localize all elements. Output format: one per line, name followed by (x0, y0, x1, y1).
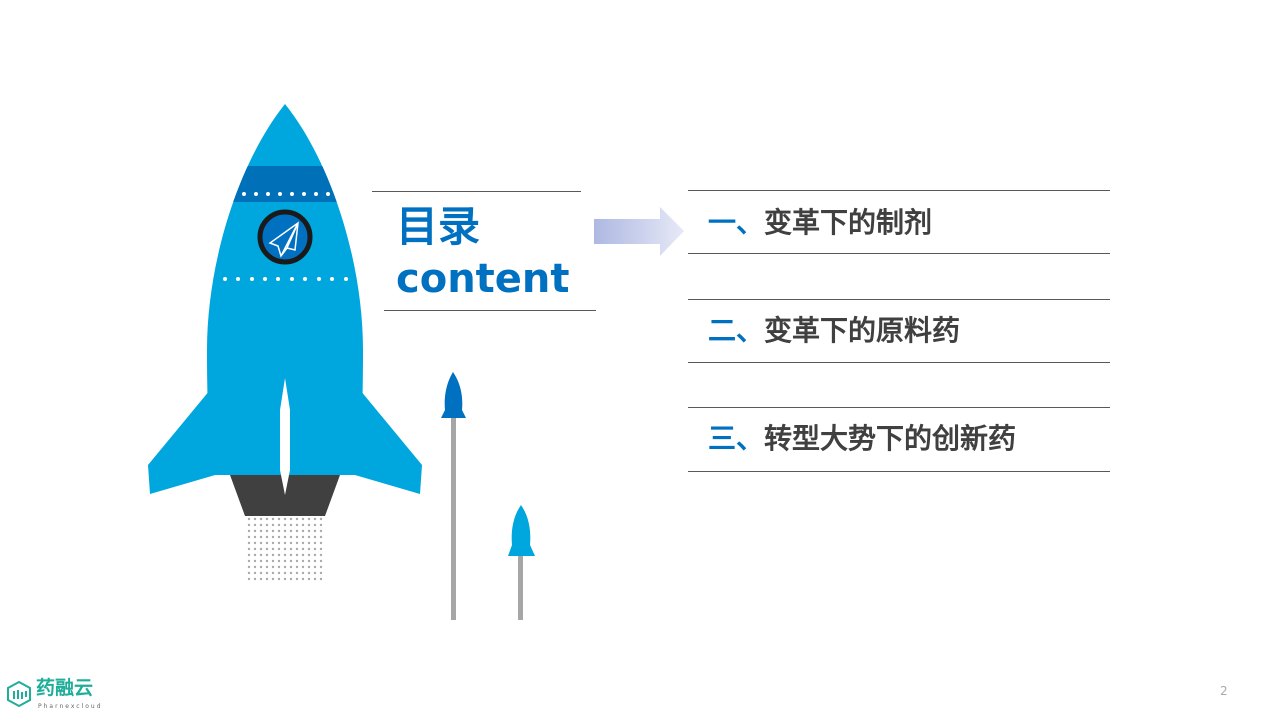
toc-title-en: content (396, 256, 570, 302)
arrow-right-icon (594, 207, 684, 256)
item-label: 转型大势下的创新药 (764, 422, 1017, 455)
divider (384, 310, 596, 311)
divider (688, 407, 1110, 408)
item-label: 变革下的原料药 (764, 314, 961, 347)
page-number: 2 (1220, 684, 1228, 698)
exhaust (245, 516, 325, 582)
small-rocket-1 (441, 372, 466, 620)
divider (688, 253, 1110, 254)
toc-item-3[interactable]: 三、转型大势下的创新药 (708, 422, 1016, 456)
small-rocket-2 (508, 505, 535, 620)
item-number: 一、 (708, 206, 765, 239)
logo-subtitle: Pharnexcloud (38, 703, 103, 710)
nozzle (230, 475, 340, 516)
item-number: 三、 (708, 422, 765, 455)
window (257, 209, 313, 265)
toc-item-1[interactable]: 一、变革下的制剂 (708, 206, 932, 240)
divider (688, 362, 1110, 363)
divider (372, 191, 581, 192)
logo (5, 680, 33, 712)
divider (688, 190, 1110, 191)
logo-icon (7, 680, 31, 708)
toc-title-cn: 目录 (396, 202, 481, 251)
divider (688, 471, 1110, 472)
item-label: 变革下的制剂 (764, 206, 933, 239)
toc-item-2[interactable]: 二、变革下的原料药 (708, 314, 960, 348)
big-rocket (148, 104, 422, 582)
paper-plane-icon (268, 221, 299, 258)
logo-name: 药融云 (36, 677, 94, 699)
divider (688, 299, 1110, 300)
item-number: 二、 (708, 314, 765, 347)
